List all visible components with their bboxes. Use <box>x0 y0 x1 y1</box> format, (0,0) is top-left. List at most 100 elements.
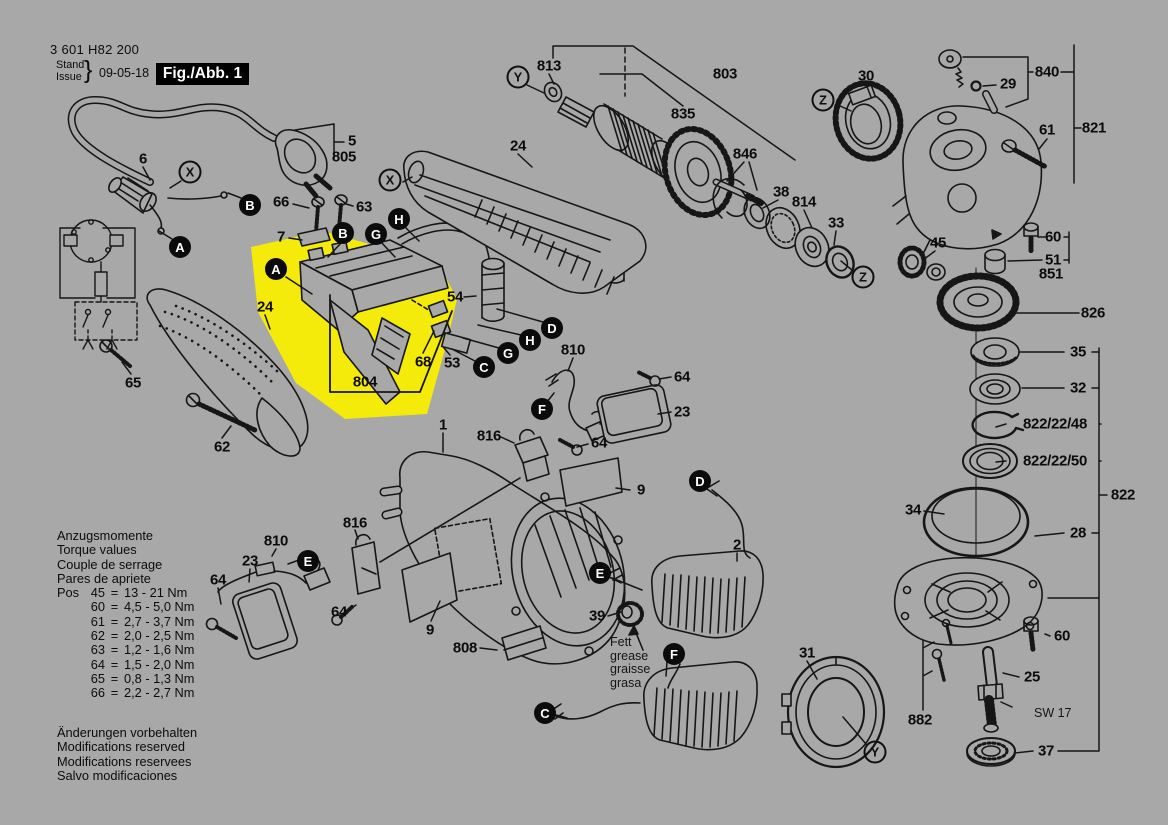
torque-eq: = <box>110 656 119 672</box>
part-label-66: 66 <box>272 193 290 211</box>
part-label-840: 840 <box>1034 63 1060 81</box>
torque-eq: = <box>110 670 119 686</box>
view-marker-X: X <box>178 160 202 184</box>
part-label-24: 24 <box>256 298 274 316</box>
torque-row: 66 = 2,2 - 2,7 Nm <box>57 685 195 701</box>
part-label-60: 60 <box>1044 228 1062 246</box>
view-marker-Z: Z <box>811 88 835 112</box>
part-label-45: 45 <box>929 234 947 252</box>
torque-pos: 60 <box>90 599 105 615</box>
torque-eq: = <box>110 599 119 615</box>
grease-note-line: Fett <box>610 635 632 649</box>
part-label-63: 63 <box>355 198 373 216</box>
part-label-23: 23 <box>241 552 259 570</box>
torque-title-line: Torque values <box>57 542 137 558</box>
view-marker-Z: Z <box>851 265 875 289</box>
part-label-35: 35 <box>1069 343 1087 361</box>
torque-value: 2,0 - 2,5 Nm <box>124 628 195 644</box>
part-label-9: 9 <box>425 621 435 639</box>
wrench-size-note: SW 17 <box>1034 706 1072 720</box>
connection-marker-E: E <box>297 550 319 572</box>
torque-value: 2,7 - 3,7 Nm <box>124 613 195 629</box>
part-label-810: 810 <box>560 341 586 359</box>
footer-line: Modifications reserved <box>57 739 186 755</box>
torque-pos: 61 <box>90 613 105 629</box>
grease-note-line: grasa <box>610 675 642 690</box>
part-label-61: 61 <box>1038 121 1056 139</box>
part-label-68: 68 <box>414 353 432 371</box>
connection-marker-H: H <box>519 329 541 351</box>
part-label-64: 64 <box>590 434 608 452</box>
part-label-821: 821 <box>1081 119 1107 137</box>
connection-marker-C: C <box>534 702 556 724</box>
part-label-814: 814 <box>791 193 817 211</box>
footer-line: Modifications reservees <box>57 753 192 769</box>
connection-marker-F: F <box>663 643 685 665</box>
part-label-25: 25 <box>1023 668 1041 686</box>
part-label-810: 810 <box>263 532 289 550</box>
part-label-813: 813 <box>536 57 562 75</box>
part-label-6: 6 <box>138 150 148 168</box>
part-label-2: 2 <box>732 536 742 554</box>
motor-housing-drawing <box>379 451 626 665</box>
part-label-64: 64 <box>673 368 691 386</box>
flange-spindle-drawing <box>893 556 1043 767</box>
torque-row: 65 = 0,8 - 1,3 Nm <box>57 670 195 686</box>
grease-note-line: grease <box>610 648 649 663</box>
torque-title-line: Pares de apriete <box>57 570 151 586</box>
part-label-38: 38 <box>772 183 790 201</box>
spindle-stack-drawing <box>922 267 1030 558</box>
part-label-30: 30 <box>857 67 875 85</box>
torque-eq: = <box>110 642 119 658</box>
torque-pos: 62 <box>90 628 105 644</box>
part-label-846: 846 <box>732 145 758 163</box>
lower-handle-drawing <box>99 288 309 457</box>
part-label-54: 54 <box>446 288 464 306</box>
torque-eq: = <box>110 685 119 701</box>
part-label-822: 822 <box>1110 486 1136 504</box>
torque-value: 1,5 - 2,0 Nm <box>124 656 195 672</box>
callout-leader-lines <box>121 44 1108 754</box>
part-label-62: 62 <box>213 438 231 456</box>
torque-title-line: Couple de serrage <box>57 556 163 572</box>
torque-value: 0,8 - 1,3 Nm <box>124 670 195 686</box>
brace-glyph: } <box>84 56 93 84</box>
part-label-816: 816 <box>342 514 368 532</box>
torque-value: 2,2 - 2,7 Nm <box>124 685 195 701</box>
armature-drawing <box>543 81 764 218</box>
gear-housing-drawing <box>892 49 1049 281</box>
field-coil-drawing <box>551 480 764 751</box>
issue-line: Issue <box>56 70 82 83</box>
baffle-ring-drawing <box>781 655 886 769</box>
part-label-851: 851 <box>1038 265 1064 283</box>
connection-marker-B: B <box>332 222 354 244</box>
torque-pos: 63 <box>90 642 105 658</box>
torque-pos-header: Pos <box>57 585 80 601</box>
torque-row: 62=2,0 - 2,5 Nm <box>57 628 195 644</box>
part-label-31: 31 <box>798 644 816 662</box>
connection-marker-C: C <box>473 356 495 378</box>
torque-pos: 65 <box>90 670 105 686</box>
document-number: 3 601 H82 200 <box>50 42 140 57</box>
part-label-29: 29 <box>999 75 1017 93</box>
part-label-37: 37 <box>1037 742 1055 760</box>
torque-pos: 66 <box>90 685 105 701</box>
connection-marker-D: D <box>689 470 711 492</box>
figure-badge: Fig./Abb. 1 <box>156 63 249 85</box>
part-label-60: 60 <box>1053 627 1071 645</box>
torque-eq: = <box>110 613 119 629</box>
brush-parts-drawing <box>205 369 672 660</box>
torque-title-line: Anzugsmomente <box>57 528 154 543</box>
part-label-64: 64 <box>209 571 227 589</box>
part-label-826: 826 <box>1080 304 1106 322</box>
wiring-schematic-drawing <box>59 219 138 350</box>
torque-row: 64=1,5 - 2,0 Nm <box>57 656 195 672</box>
part-label-816: 816 <box>476 427 502 445</box>
connection-marker-B: B <box>239 194 261 216</box>
torque-value: 1,2 - 1,6 Nm <box>124 642 195 658</box>
view-marker-Y: Y <box>506 65 530 89</box>
